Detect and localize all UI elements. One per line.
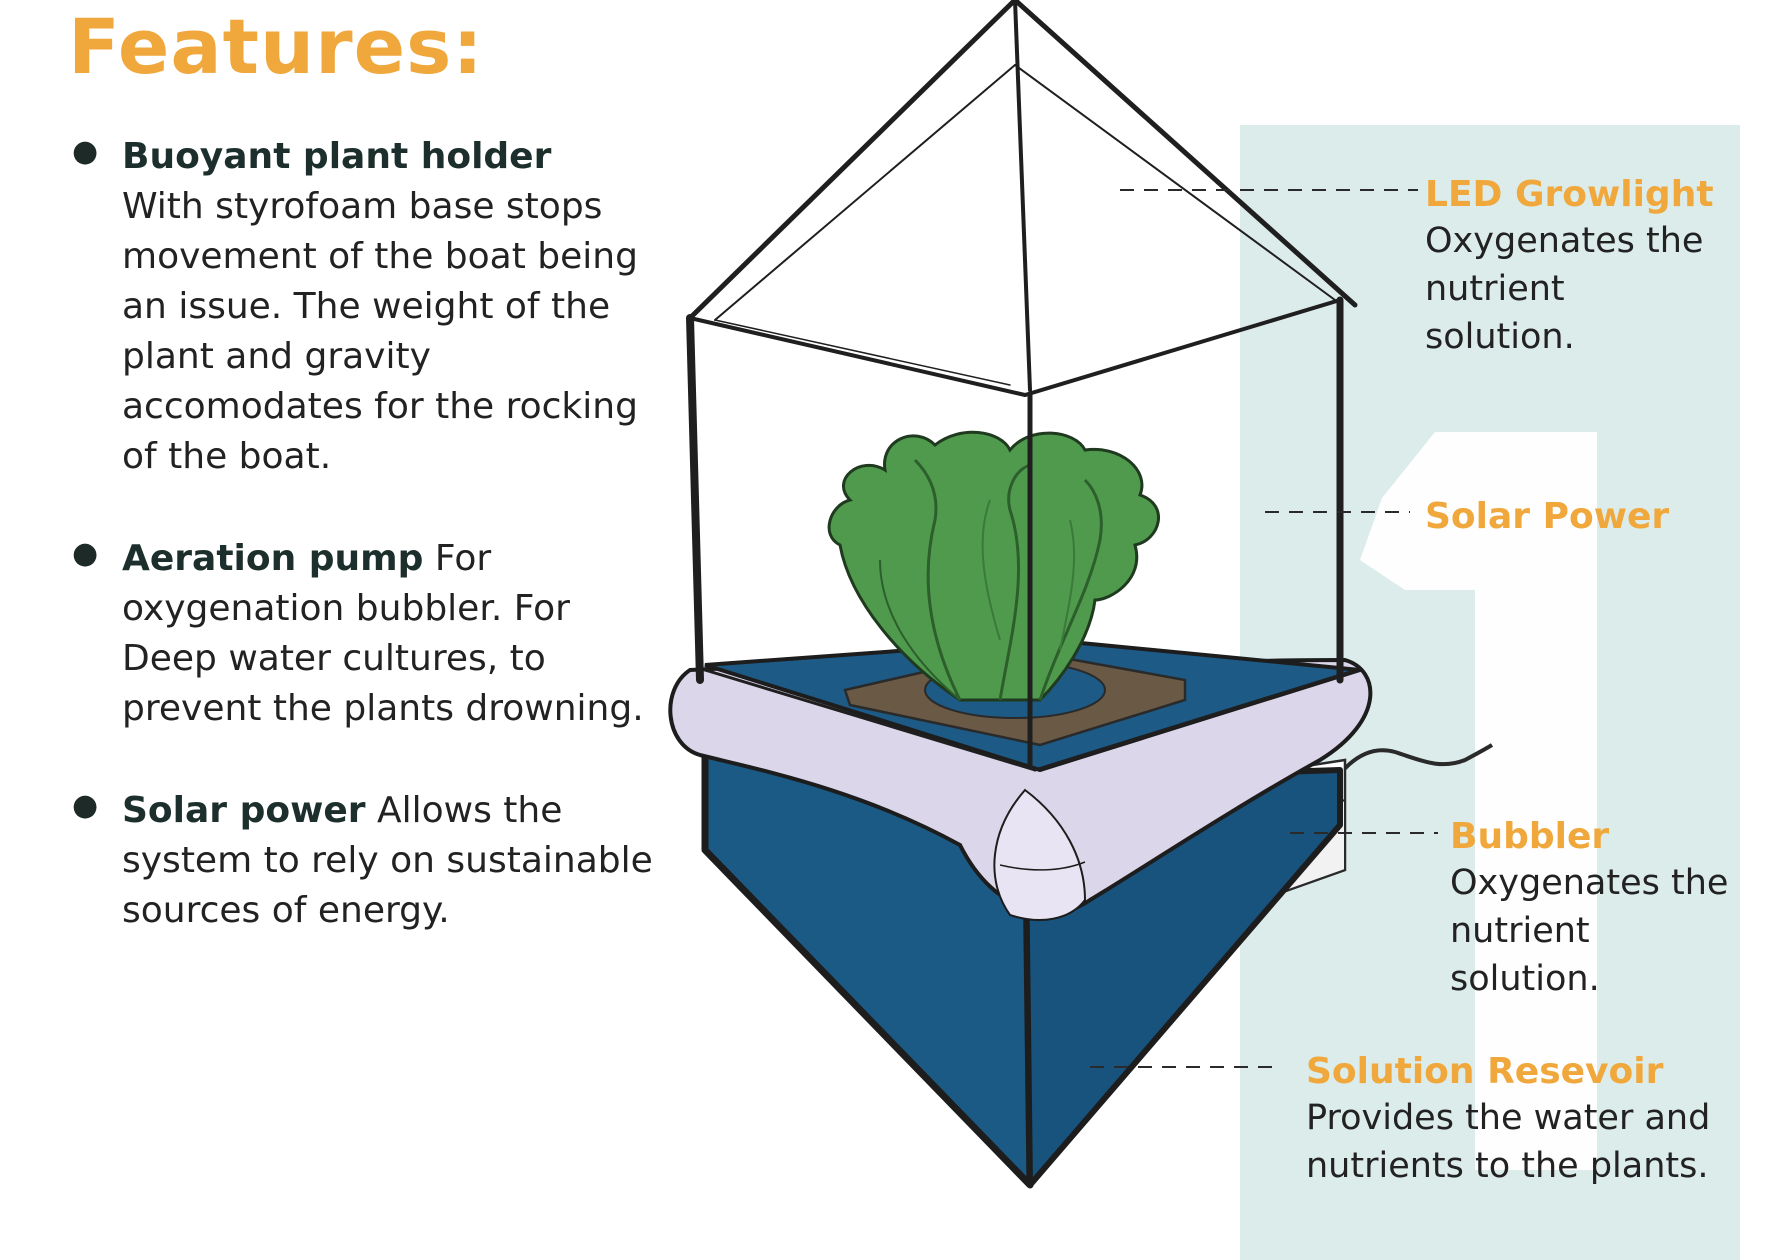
callout-description: Oxygenates the nutrient solution. (1425, 221, 1704, 357)
bullet-icon: ● (72, 134, 99, 169)
cable (1333, 743, 1494, 782)
page-title: Features: (68, 2, 484, 91)
bullet-icon: ● (72, 536, 99, 571)
bullet-icon: ● (72, 788, 99, 823)
callout-solution-reservoir: Solution Resevoir Provides the water and… (1306, 1050, 1726, 1190)
feature-description: With styrofoam base stops movement of th… (122, 186, 638, 477)
callout-description: Provides the water and nutrients to the … (1306, 1098, 1711, 1186)
callout-title: Solar Power (1425, 496, 1670, 537)
callout-title: LED Growlight (1425, 174, 1714, 215)
feature-description: For oxygenation bubbler. For Deep water … (122, 538, 644, 729)
leader-lines (1090, 189, 1438, 1068)
feature-title: Aeration pump (122, 538, 424, 579)
feature-item: ● Buoyant plant holder With styrofoam ba… (72, 132, 672, 482)
feature-description: Allows the system to rely on sustainable… (122, 790, 653, 931)
feature-item: ● Solar power Allows the system to rely … (72, 786, 672, 936)
callout-title: Bubbler (1450, 816, 1610, 857)
lettuce-plant (827, 430, 1160, 702)
greenhouse-frame (686, 0, 1358, 772)
callout-solar-power: Solar Power (1425, 495, 1745, 539)
callout-led-growlight: LED Growlight Oxygenates the nutrient so… (1425, 173, 1725, 361)
feature-title: Solar power (122, 790, 366, 831)
feature-item: ● Aeration pump For oxygenation bubbler.… (72, 534, 672, 734)
features-list: ● Buoyant plant holder With styrofoam ba… (72, 132, 672, 988)
callout-title: Solution Resevoir (1306, 1051, 1664, 1092)
callout-bubbler: Bubbler Oxygenates the nutrient solution… (1450, 815, 1750, 1003)
hydroponic-boat-illustration (668, 0, 1740, 1260)
callout-description: Oxygenates the nutrient solution. (1450, 863, 1729, 999)
feature-title: Buoyant plant holder (122, 136, 552, 177)
